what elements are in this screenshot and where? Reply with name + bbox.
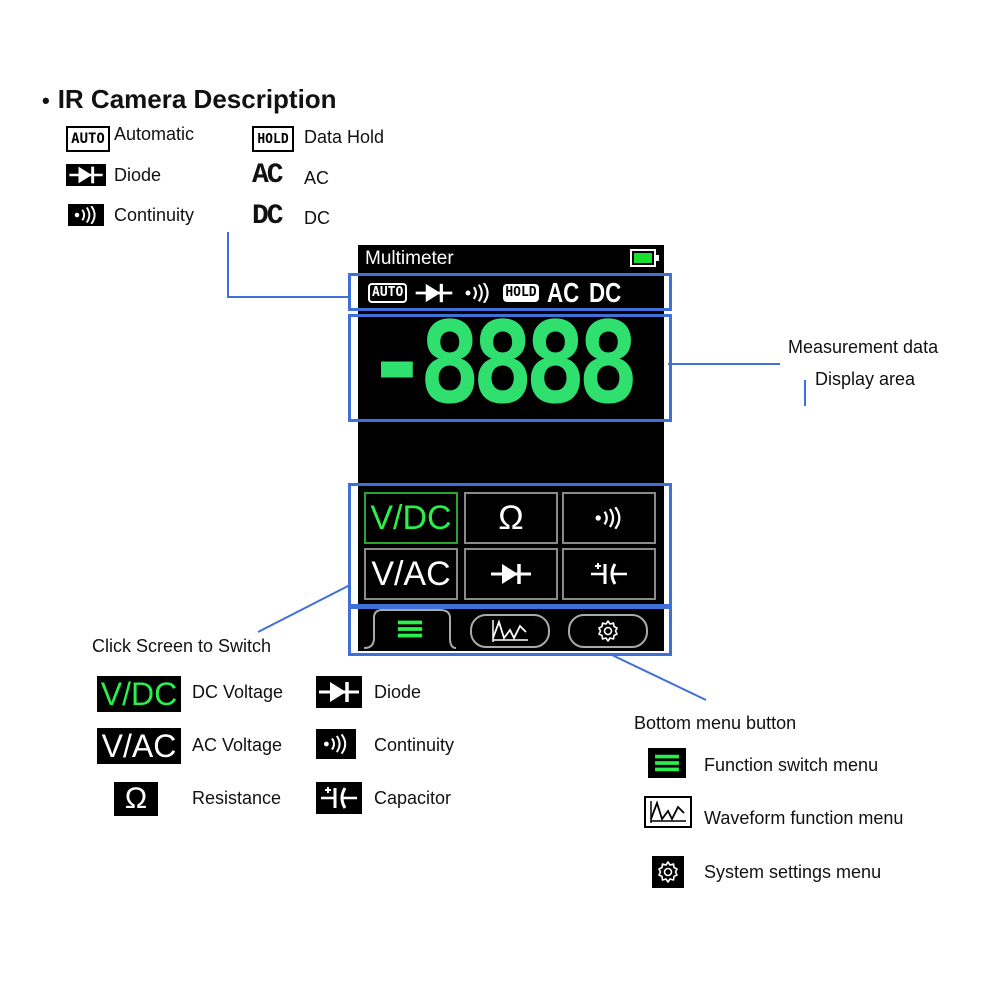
function-menu-legend-icon: [648, 748, 686, 778]
legend-continuity-mode: Continuity: [374, 735, 455, 755]
vac-legend-icon: V/AC: [97, 728, 181, 764]
waveform-menu-button[interactable]: [470, 614, 550, 648]
screen-title: Multimeter: [365, 248, 454, 269]
continuity-icon: [591, 507, 627, 529]
vdc-button-label: V/DC: [370, 498, 452, 537]
legend-dc-label: DC: [304, 208, 330, 228]
click-connector: [257, 584, 351, 633]
status-highlight: [348, 273, 672, 311]
diode-legend-icon: [316, 676, 362, 708]
status-connector: [227, 232, 350, 298]
legend-automatic-label: Automatic: [114, 124, 195, 144]
vac-button-label: V/AC: [371, 554, 451, 593]
diode-button[interactable]: [464, 548, 558, 600]
page-title: •IR Camera Description: [42, 84, 337, 114]
status-hold: HOLD: [503, 284, 539, 302]
bottom-menu-annotation: Bottom menu button: [634, 713, 797, 733]
waveform-icon: [490, 618, 530, 644]
ohm-legend-icon: Ω: [114, 782, 158, 816]
legend-ac-voltage: AC Voltage: [192, 735, 283, 755]
title-text: IR Camera Description: [57, 84, 337, 114]
status-auto: AUTO: [368, 283, 408, 303]
measurement-reading: -8888: [365, 299, 639, 429]
legend-settings-menu: System settings menu: [704, 862, 882, 882]
continuity-legend-icon: [316, 729, 356, 759]
resistance-button[interactable]: Ω: [464, 492, 558, 544]
legend-diode-mode: Diode: [374, 682, 422, 702]
legend-capacitor: Capacitor: [374, 788, 452, 808]
diode-icon: [66, 164, 106, 186]
waveform-legend-icon: [644, 796, 692, 828]
vdc-legend-icon: V/DC: [97, 676, 181, 712]
resistance-button-label: Ω: [498, 498, 524, 537]
diode-icon: [490, 562, 532, 586]
dc-icon: DC: [252, 201, 284, 232]
auto-icon: AUTO: [66, 126, 110, 152]
continuity-button[interactable]: [562, 492, 656, 544]
capacitor-button[interactable]: [562, 548, 656, 600]
legend-ac-label: AC: [304, 168, 330, 188]
vdc-button[interactable]: V/DC: [364, 492, 458, 544]
legend-diode-label: Diode: [114, 165, 162, 185]
capacitor-icon: [588, 562, 630, 586]
settings-menu-button[interactable]: [568, 614, 648, 648]
legend-continuity-label: Continuity: [114, 205, 195, 225]
menu-highlight: [348, 606, 672, 656]
continuity-icon: [68, 204, 104, 226]
ac-icon: AC: [252, 160, 284, 191]
measure-annotation-line1: Measurement data: [788, 337, 939, 357]
legend-waveform-menu: Waveform function menu: [704, 808, 904, 828]
battery-icon: [630, 249, 659, 267]
mode-grid-highlight: [348, 483, 672, 607]
settings-legend-icon: [652, 856, 684, 888]
gear-icon: [596, 619, 620, 643]
status-dc: DC: [589, 277, 622, 308]
reading-highlight: [348, 314, 672, 422]
function-menu-tab[interactable]: [360, 608, 458, 650]
legend-resistance: Resistance: [192, 788, 282, 808]
click-switch-annotation: Click Screen to Switch: [92, 636, 272, 656]
measure-annotation-line2: Display area: [815, 369, 916, 389]
status-bar: AUTO HOLD AC DC: [368, 277, 658, 308]
legend-hold-label: Data Hold: [304, 127, 385, 147]
capacitor-legend-icon: [316, 782, 362, 814]
hold-icon: HOLD: [252, 126, 294, 152]
menu-connector: [611, 654, 707, 701]
vac-button[interactable]: V/AC: [364, 548, 458, 600]
legend-dc-voltage: DC Voltage: [192, 682, 284, 702]
status-ac: AC: [546, 277, 579, 308]
legend-function-menu: Function switch menu: [704, 755, 879, 775]
